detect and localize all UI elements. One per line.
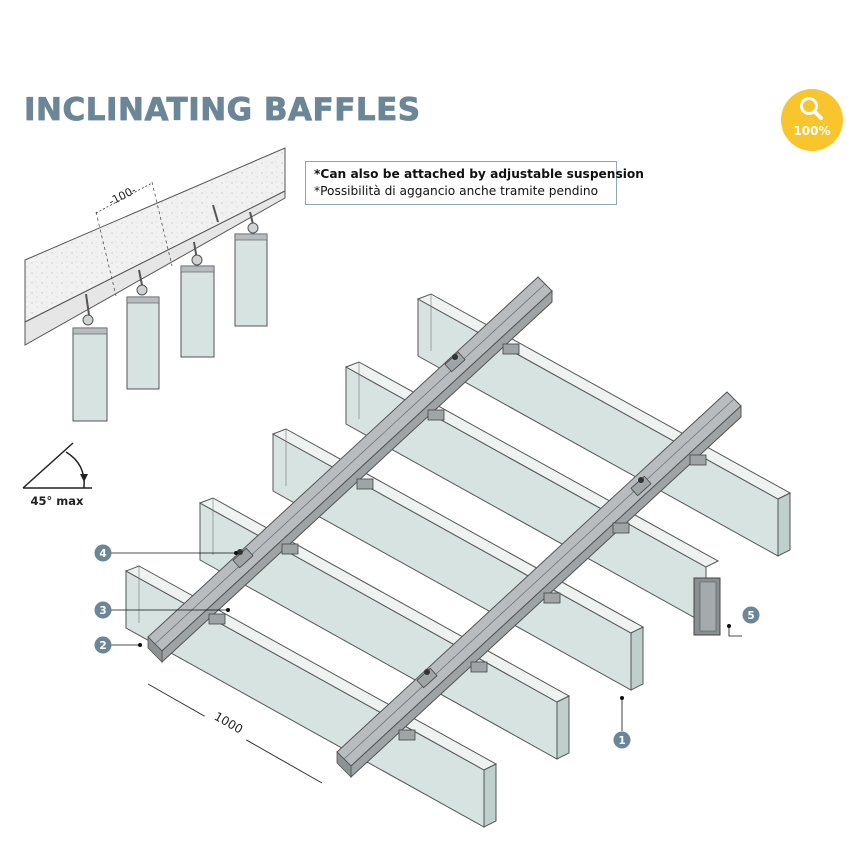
callout-badge (94, 544, 112, 562)
note-italian: *Possibilità di aggancio anche tramite p… (314, 184, 599, 198)
magnifier-icon (800, 97, 823, 120)
spacing-dimension: -100- (107, 184, 139, 209)
note-english: *Can also be attached by adjustable susp… (314, 167, 644, 181)
inset-baffle (234, 233, 268, 327)
inset-baffle (180, 265, 215, 358)
callout-5: 5 (747, 610, 754, 622)
page-title: INCLINATING BAFFLES (24, 92, 421, 129)
hanger-bolts (237, 354, 644, 675)
callout-badge (613, 731, 631, 749)
callout-1: 1 (618, 735, 625, 747)
inclined-ceiling-edge (24, 190, 286, 346)
angle-label: 45° max (31, 494, 85, 508)
inset-baffle (126, 296, 160, 390)
callout-4: 4 (99, 548, 106, 560)
callout-badge (742, 606, 760, 624)
suspension-note: *Can also be attached by adjustable susp… (305, 161, 644, 205)
rail-clips (208, 343, 520, 625)
baffle-assembly: 1000 (124, 276, 792, 828)
callout-3: 3 (99, 605, 106, 617)
zoom-label: 100% (793, 124, 831, 138)
inset-baffle (72, 327, 108, 422)
zoom-badge[interactable]: 100% (781, 89, 843, 151)
callouts: 4 3 2 1 5 (94, 544, 760, 749)
rail-clips (398, 454, 707, 741)
callout-2: 2 (99, 640, 106, 652)
callout-badge (94, 636, 112, 654)
inclined-detail: -100- (24, 147, 286, 422)
angle-indicator: 45° max (22, 442, 92, 508)
callout-badge (94, 601, 112, 619)
